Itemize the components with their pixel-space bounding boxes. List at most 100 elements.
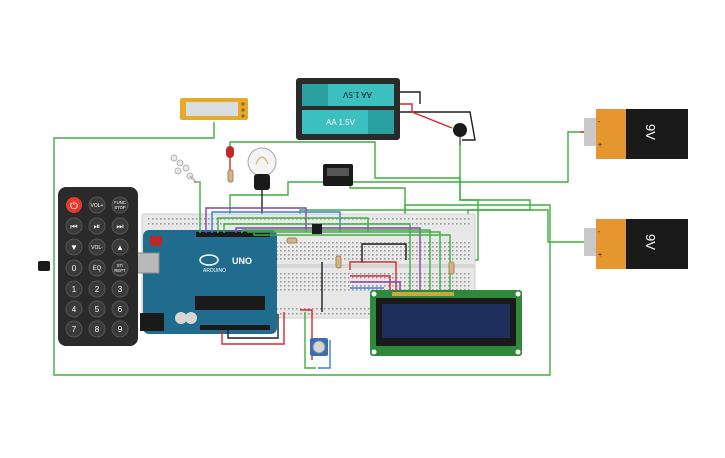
breadboard-hole — [316, 308, 318, 310]
breadboard-hole — [356, 289, 358, 291]
breadboard-hole — [360, 277, 362, 279]
breadboard-hole — [348, 277, 350, 279]
remote-5-button[interactable] — [88, 300, 106, 318]
breadboard-hole — [456, 285, 458, 287]
breadboard-hole — [304, 218, 306, 220]
breadboard-hole — [392, 218, 394, 220]
breadboard-hole — [324, 289, 326, 291]
breadboard-hole — [320, 273, 322, 275]
remote-4-button[interactable] — [65, 300, 83, 318]
remote-7-button[interactable] — [65, 320, 83, 338]
breadboard-hole — [296, 313, 298, 315]
remote-1-button[interactable] — [65, 280, 83, 298]
breadboard-hole — [392, 242, 394, 244]
battery-pack: AA 1.5V AA 1.5V — [296, 78, 400, 140]
breadboard-hole — [180, 223, 182, 225]
breadboard-hole — [328, 250, 330, 252]
breadboard-hole — [304, 273, 306, 275]
breadboard-hole — [280, 242, 282, 244]
breadboard-hole — [416, 218, 418, 220]
breadboard-hole — [468, 281, 470, 283]
breadboard-hole — [252, 218, 254, 220]
breadboard-hole — [388, 285, 390, 287]
breadboard-hole — [344, 313, 346, 315]
breadboard-hole — [360, 242, 362, 244]
breadboard-hole — [400, 277, 402, 279]
remote-6-button[interactable] — [111, 300, 129, 318]
breadboard-hole — [392, 254, 394, 256]
breadboard-hole — [312, 250, 314, 252]
breadboard-hole — [332, 308, 334, 310]
breadboard-hole — [368, 242, 370, 244]
breadboard-hole — [384, 277, 386, 279]
breadboard-hole — [288, 289, 290, 291]
remote-8-button[interactable] — [88, 320, 106, 338]
breadboard-hole — [440, 250, 442, 252]
remote-func-stop-button[interactable] — [111, 196, 129, 214]
breadboard-hole — [396, 285, 398, 287]
wire-red-row — [350, 275, 391, 290]
breadboard-hole — [360, 246, 362, 248]
breadboard-hole — [344, 258, 346, 260]
breadboard-hole — [368, 254, 370, 256]
breadboard-hole — [404, 218, 406, 220]
breadboard-hole — [300, 273, 302, 275]
breadboard-hole — [164, 223, 166, 225]
breadboard-hole — [292, 281, 294, 283]
breadboard-hole — [376, 218, 378, 220]
remote-down-button[interactable] — [65, 238, 83, 256]
breadboard-hole — [464, 289, 466, 291]
remote-prev-button[interactable] — [65, 217, 83, 235]
cell-bottom-cap — [368, 110, 394, 134]
remote-eq-button[interactable] — [88, 259, 106, 277]
breadboard-hole — [292, 313, 294, 315]
battery-9v-bottom-orange — [596, 219, 626, 269]
n5-label: 5 — [95, 305, 100, 314]
breadboard-hole — [328, 285, 330, 287]
breadboard-hole — [388, 258, 390, 260]
breadboard-hole — [312, 285, 314, 287]
breadboard-hole — [444, 250, 446, 252]
breadboard-hole — [428, 250, 430, 252]
remote-vol-down-button[interactable] — [88, 238, 106, 256]
up-arrow-icon: ▲ — [116, 243, 124, 252]
breadboard-hole — [160, 223, 162, 225]
breadboard-hole — [436, 246, 438, 248]
breadboard-hole — [324, 277, 326, 279]
breadboard-hole — [408, 277, 410, 279]
breadboard-hole — [328, 246, 330, 248]
remote-next-button[interactable] — [111, 217, 129, 235]
remote-st-rept-button[interactable] — [111, 259, 129, 277]
breadboard-hole — [164, 218, 166, 220]
leds — [170, 146, 234, 183]
breadboard-hole — [428, 273, 430, 275]
breadboard-hole — [348, 258, 350, 260]
breadboard-hole — [304, 254, 306, 256]
breadboard-hole — [372, 273, 374, 275]
breadboard-hole — [364, 273, 366, 275]
arduino-brand: ARDUINO — [203, 268, 226, 274]
breadboard-hole — [460, 223, 462, 225]
breadboard-hole — [424, 254, 426, 256]
remote-9-button[interactable] — [111, 320, 129, 338]
breadboard-hole — [224, 218, 226, 220]
remote-play-pause-button[interactable] — [88, 217, 106, 235]
breadboard-hole — [336, 273, 338, 275]
remote-vol-up-button[interactable] — [88, 196, 106, 214]
breadboard-hole — [344, 273, 346, 275]
remote-power-button[interactable] — [66, 197, 82, 213]
breadboard-hole — [436, 277, 438, 279]
breadboard-hole — [328, 313, 330, 315]
lcd-hole-tl — [371, 291, 377, 297]
remote-3-button[interactable] — [111, 280, 129, 298]
breadboard-hole — [448, 277, 450, 279]
remote-2-button[interactable] — [88, 280, 106, 298]
remote-0-button[interactable] — [65, 259, 83, 277]
remote-up-button[interactable] — [111, 238, 129, 256]
breadboard-hole — [360, 285, 362, 287]
bulb-glass — [247, 147, 277, 177]
breadboard-hole — [352, 218, 354, 220]
breadboard-hole — [340, 250, 342, 252]
breadboard-hole — [440, 223, 442, 225]
